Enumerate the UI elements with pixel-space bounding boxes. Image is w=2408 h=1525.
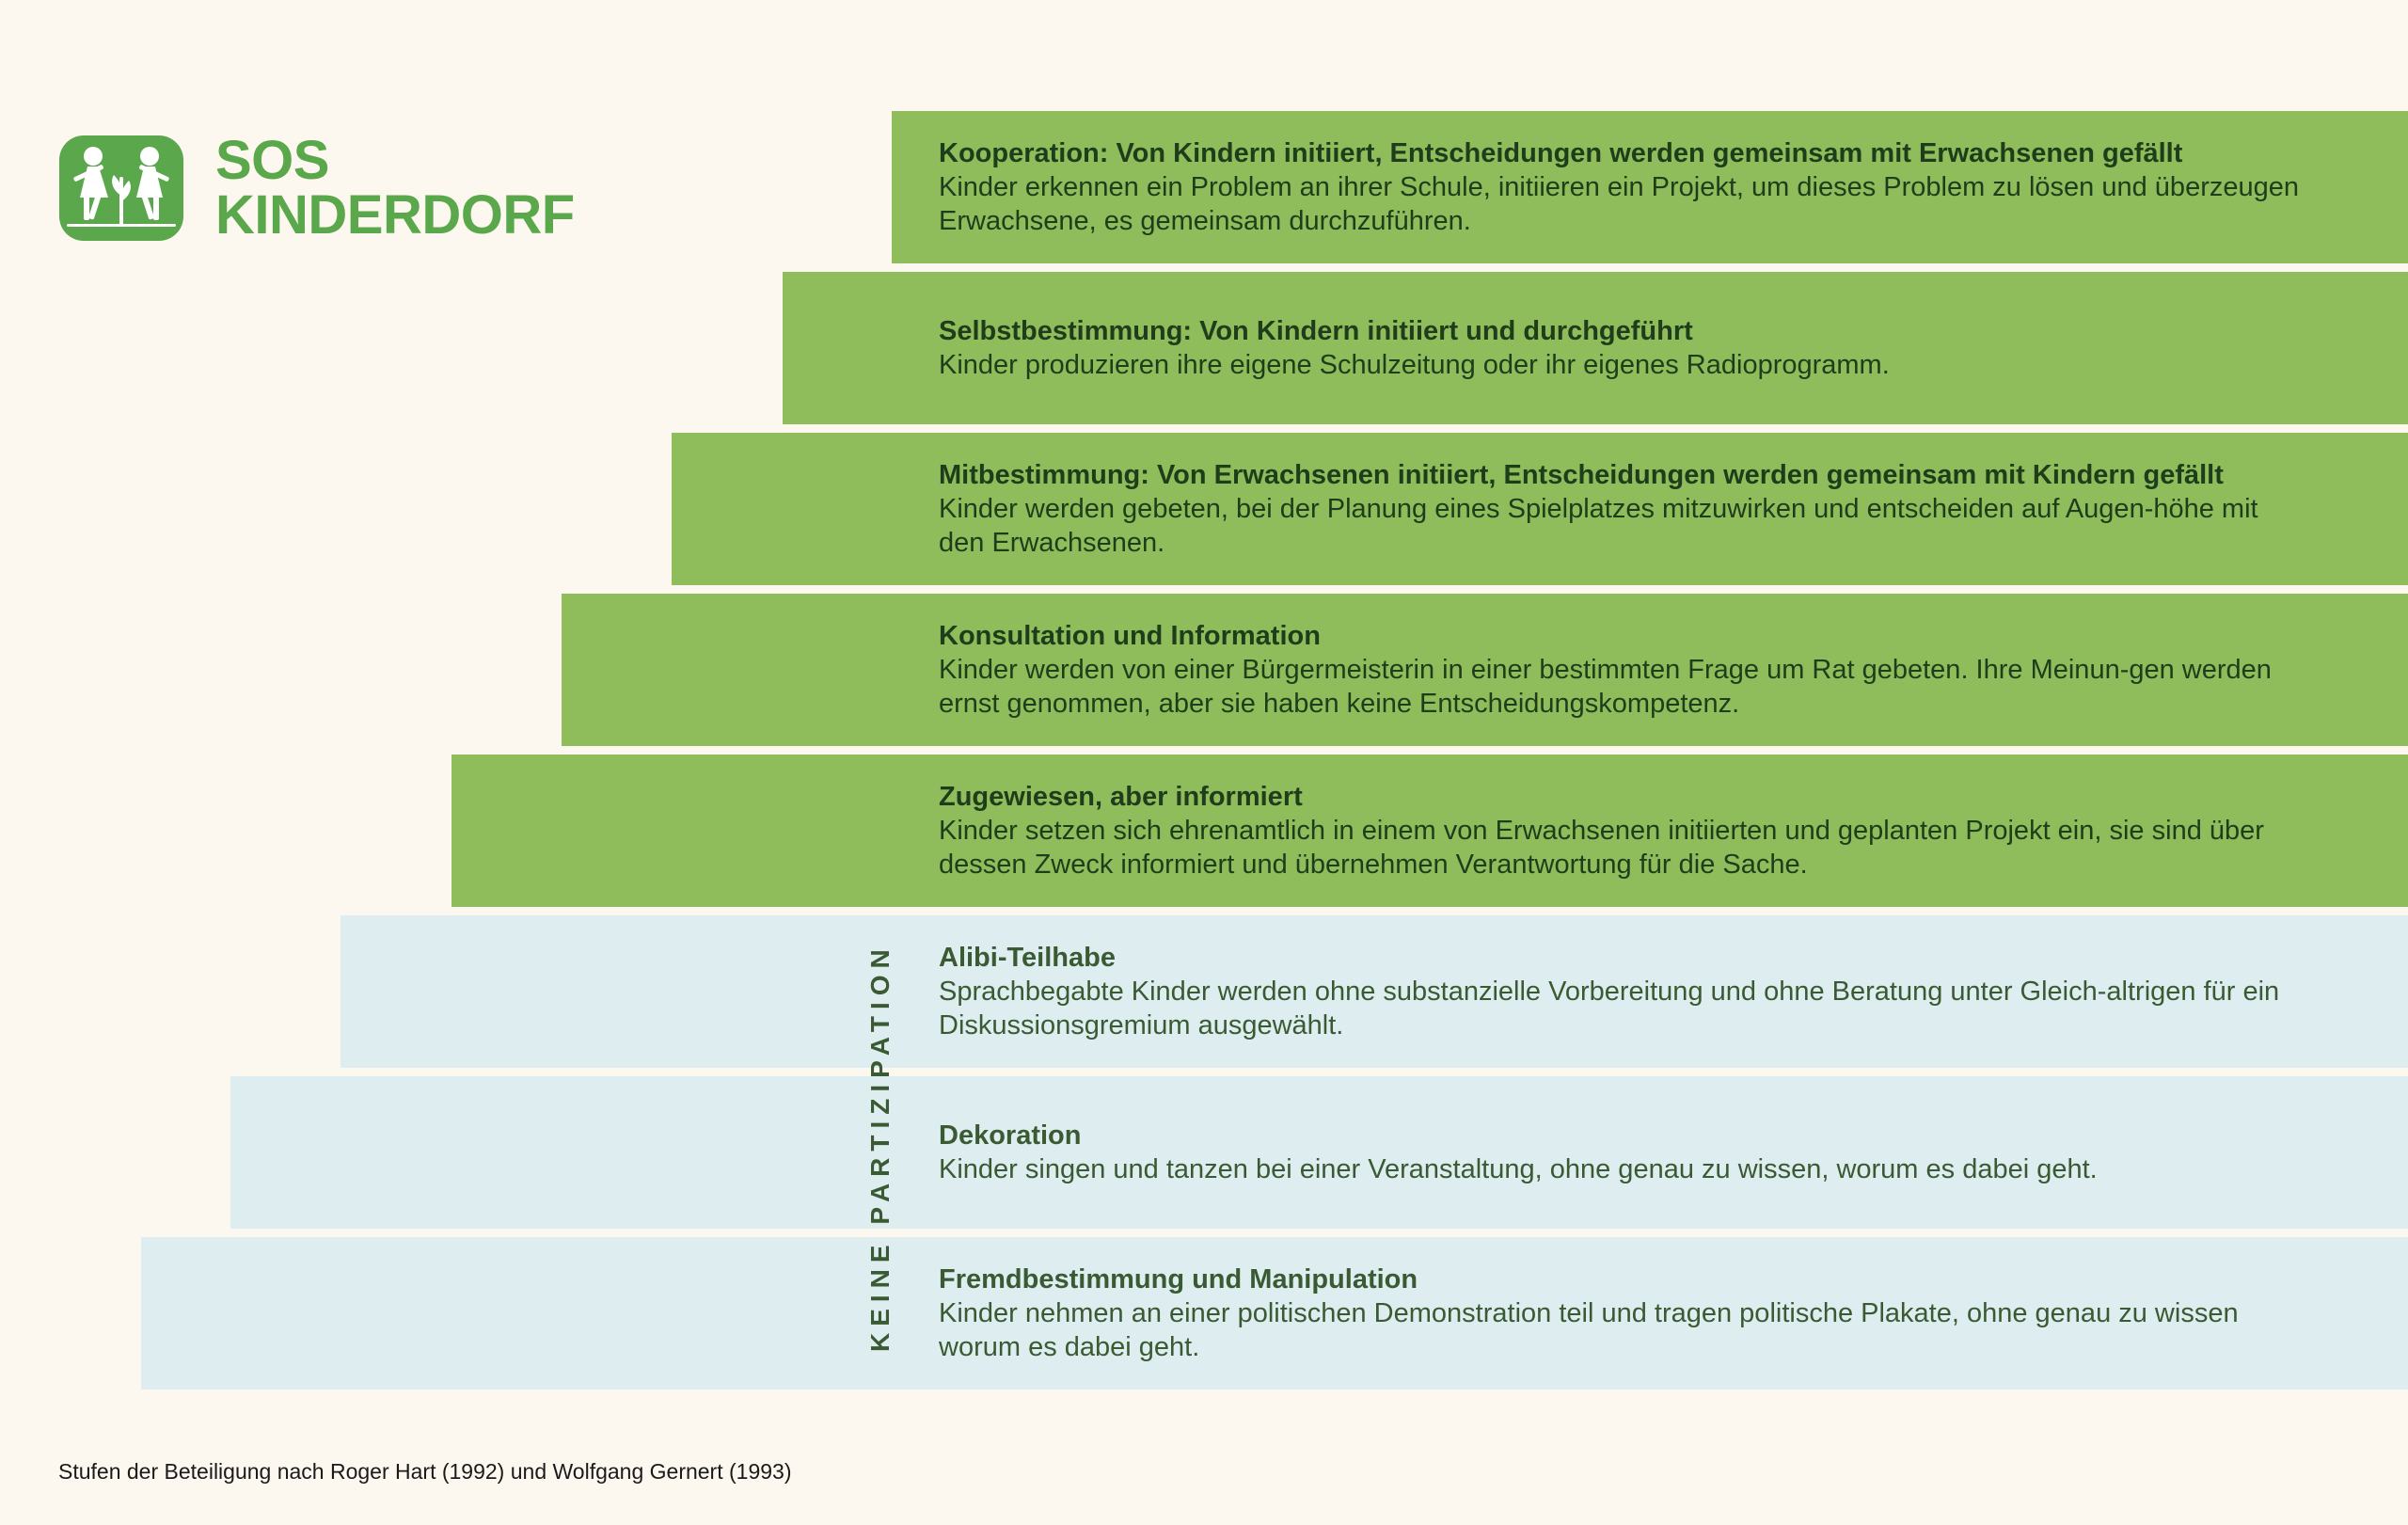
step-description: Kinder singen und tanzen bei einer Veran… bbox=[939, 1154, 2098, 1184]
logo-line-2: KINDERDORF bbox=[215, 184, 575, 246]
no-participation-label: KEINE PARTIZIPATION bbox=[865, 943, 895, 1352]
step-kooperation: Kooperation: Von Kindern initiiert, Ents… bbox=[892, 111, 2408, 263]
step-selbstbestimmung: Selbstbestimmung: Von Kindern initiiert … bbox=[783, 272, 2408, 424]
step-title: Selbstbestimmung: Von Kindern initiiert … bbox=[939, 316, 1693, 346]
step-dekoration: Dekoration Kinder singen und tanzen bei … bbox=[230, 1076, 2408, 1229]
logo-wordmark: SOS KINDERDORF bbox=[215, 134, 575, 243]
step-zugewiesen: Zugewiesen, aber informiert Kinder setze… bbox=[452, 755, 2408, 907]
step-title: Alibi-Teilhabe bbox=[939, 943, 1116, 973]
step-title: Zugewiesen, aber informiert bbox=[939, 782, 1303, 812]
logo-line-1: SOS bbox=[215, 130, 329, 191]
step-description: Sprachbegabte Kinder werden ohne substan… bbox=[939, 977, 2280, 1040]
step-alibi-teilhabe: Alibi-Teilhabe Sprachbegabte Kinder werd… bbox=[341, 915, 2408, 1068]
step-konsultation: Konsultation und Information Kinder werd… bbox=[562, 594, 2408, 746]
sos-kinderdorf-logo: SOS KINDERDORF bbox=[59, 134, 575, 243]
source-caption: Stufen der Beteiligung nach Roger Hart (… bbox=[58, 1459, 792, 1484]
step-title: Dekoration bbox=[939, 1120, 1082, 1151]
step-description: Kinder setzen sich ehrenamtlich in einem… bbox=[939, 816, 2264, 880]
step-mitbestimmung: Mitbestimmung: Von Erwachsenen initiiert… bbox=[672, 433, 2408, 585]
step-title: Mitbestimmung: Von Erwachsenen initiiert… bbox=[939, 460, 2224, 490]
step-description: Kinder werden gebeten, bei der Planung e… bbox=[939, 494, 2258, 558]
step-fremdbestimmung: Fremdbestimmung und Manipulation Kinder … bbox=[141, 1237, 2408, 1390]
children-plant-icon bbox=[59, 135, 183, 241]
step-description: Kinder erkennen ein Problem an ihrer Sch… bbox=[939, 172, 2299, 236]
step-title: Konsultation und Information bbox=[939, 621, 1321, 651]
step-title: Kooperation: Von Kindern initiiert, Ents… bbox=[939, 138, 2183, 168]
step-description: Kinder werden von einer Bürgermeisterin … bbox=[939, 655, 2272, 719]
step-description: Kinder nehmen an einer politischen Demon… bbox=[939, 1298, 2239, 1362]
step-title: Fremdbestimmung und Manipulation bbox=[939, 1264, 1418, 1295]
step-description: Kinder produzieren ihre eigene Schulzeit… bbox=[939, 350, 1890, 380]
